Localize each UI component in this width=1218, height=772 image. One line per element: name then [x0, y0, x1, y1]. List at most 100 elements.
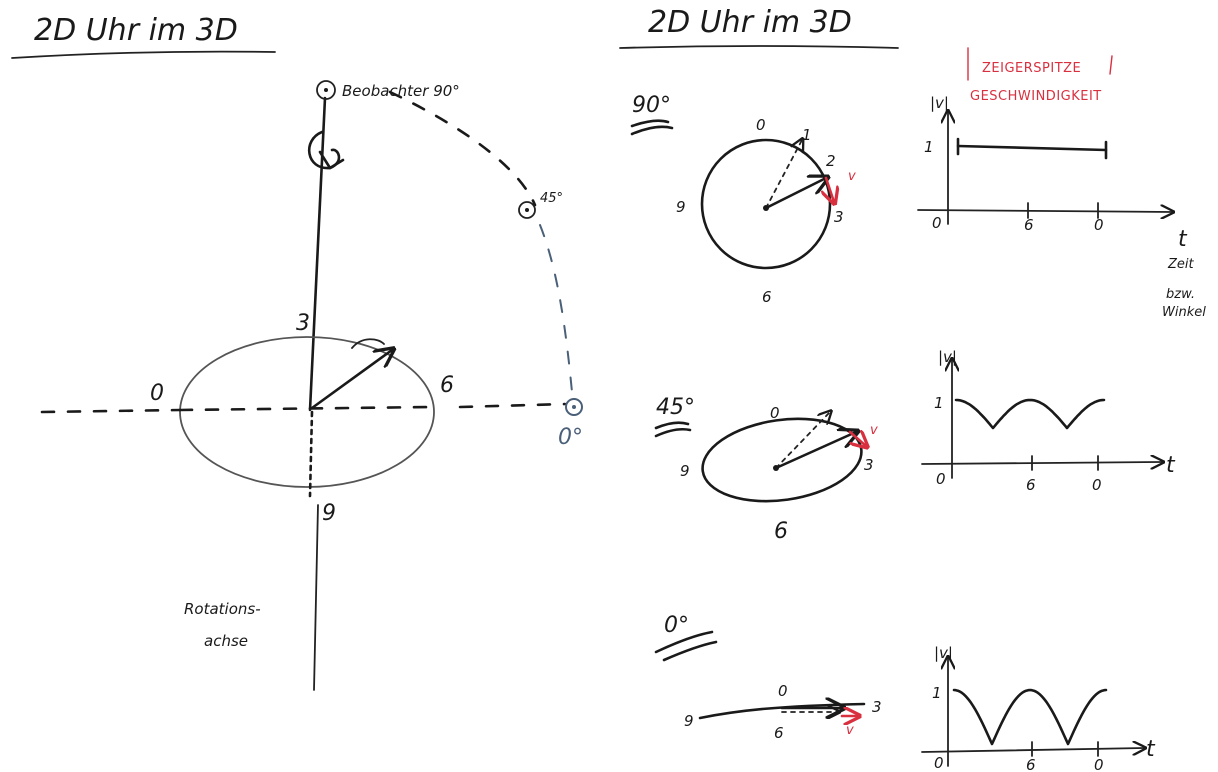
row-45-velocity-arrow: [848, 432, 866, 446]
graph-90-ytick: 1: [924, 138, 934, 156]
observer-path-upper: [388, 90, 537, 207]
left-clock-number-6: 6: [440, 373, 454, 398]
graph-90-curve-ends: [956, 137, 1108, 160]
graph-45-xlabel: t: [1166, 453, 1176, 478]
row-45-num-6: 6: [774, 519, 788, 544]
rotation-arrowhead-icon: [318, 150, 345, 170]
rotation-axis-bottom: [313, 504, 319, 691]
graph-45-xtick-end: 0: [1092, 476, 1102, 494]
row-90-num-3: 3: [834, 208, 844, 226]
observer-0-pupil-icon: [572, 405, 576, 409]
graph-45-ytick: 1: [934, 394, 944, 412]
graph-90-xtick-6: 6: [1024, 216, 1034, 234]
observer-45-eye-icon: [518, 201, 536, 219]
left-clock-number-0: 0: [150, 381, 164, 406]
time-note-line2: bzw.: [1166, 287, 1195, 302]
row-90-angle-underline: [630, 119, 674, 136]
note-line1: ZEIGERSPITZE: [982, 61, 1081, 76]
graph-45-xtick-0: 0: [936, 470, 946, 488]
row-45-num-0: 0: [770, 404, 780, 422]
row-45-num-3: 3: [864, 456, 874, 474]
row-45: 45° v 0 3 6 9 |v| 1 0 6 0 t: [654, 348, 1176, 544]
graph-0-curve: [952, 688, 1108, 746]
row-90-velocity-label: v: [848, 169, 856, 184]
graph-90-xlabel: t: [1178, 227, 1188, 252]
row-0-num-0: 0: [778, 682, 788, 700]
graph-45-xtick-6: 6: [1026, 476, 1036, 494]
clock-ellipse: [179, 336, 435, 488]
left-clock-number-3: 3: [296, 311, 310, 336]
row-0-angle-underline: [654, 630, 718, 662]
observer-90-label: Beobachter 90°: [342, 82, 460, 100]
right-title-underline: [619, 45, 899, 49]
horizontal-axis-right: [458, 402, 567, 409]
graph-90-xtick-end: 0: [1094, 216, 1104, 234]
left-title: 2D Uhr im 3D: [34, 13, 238, 48]
clock-horizontal-diameter: [178, 405, 434, 412]
observer-90-pupil-icon: [324, 88, 328, 92]
row-90: 90° v 0 1 2 3 6 9 |v| 1 0 6 0 t: [630, 93, 1206, 320]
row-90-num-1: 1: [802, 126, 812, 144]
row-0-num-6: 6: [774, 724, 784, 742]
row-90-hand-solid: [764, 178, 826, 210]
graph-0-ylabel: |v|: [934, 644, 953, 662]
row-90-hand-dashed: [765, 140, 802, 209]
observer-45-label: 45°: [540, 191, 563, 206]
row-0-num-9: 9: [684, 712, 694, 730]
graph-0-x-axis: [921, 748, 1144, 752]
graph-0-xtick-end: 0: [1094, 756, 1104, 772]
observer-0-eye-icon: [565, 398, 583, 416]
row-45-angle-underline: [654, 421, 692, 438]
row-0-clock-line: [698, 702, 866, 720]
observer-90-eye-icon: [316, 80, 336, 100]
left-title-underline: [11, 50, 276, 59]
observer-path-lower: [539, 224, 573, 393]
row-45-angle: 45°: [656, 395, 695, 420]
row-0-angle: 0°: [664, 613, 689, 638]
graph-90-xtick-0: 0: [932, 214, 942, 232]
row-90-clock-circle: [700, 138, 832, 270]
row-0-velocity-label: v: [846, 723, 854, 738]
graph-45-xticks: [1031, 455, 1099, 471]
graph-45-curve: [954, 398, 1106, 430]
row-90-num-2: 2: [826, 152, 836, 170]
clock-vertical-dashed: [308, 410, 314, 498]
graph-0-ytick: 1: [932, 684, 942, 702]
rotation-axis-top: [308, 96, 327, 412]
graph-45-x-axis: [921, 462, 1162, 464]
graph-90-x-axis: [917, 210, 1172, 212]
note-bracket-right: [1109, 55, 1113, 75]
time-note-line3: Winkel: [1162, 305, 1206, 320]
row-90-angle: 90°: [632, 93, 671, 118]
axis-label-line1: Rotations-: [184, 600, 261, 618]
row-45-num-9: 9: [680, 462, 690, 480]
graph-90-curve: [956, 144, 1108, 152]
time-note-line1: Zeit: [1167, 257, 1195, 272]
observer-0-label: 0°: [558, 425, 583, 450]
left-panel: 2D Uhr im 3D 3 0 6 9 Beobachter 90° 45° …: [11, 13, 583, 691]
row-90-num-0: 0: [756, 116, 766, 134]
observer-45-pupil-icon: [525, 208, 529, 212]
row-0: 0° v 0 3 6 9 |v| 1 0 6 0 t: [654, 613, 1156, 772]
graph-0-xtick-6: 6: [1026, 756, 1036, 772]
left-clock-number-9: 9: [322, 501, 336, 526]
row-0-num-3: 3: [872, 698, 882, 716]
graph-90-xticks: [1027, 202, 1099, 219]
note-line2: GESCHWINDIGKEIT: [970, 89, 1102, 104]
clock-hand-motion-arc: [351, 338, 385, 349]
right-title: 2D Uhr im 3D: [648, 5, 852, 40]
row-90-velocity-arrow: [826, 176, 834, 202]
row-45-hand-solid: [774, 432, 856, 470]
row-45-velocity-label: v: [870, 423, 878, 438]
graph-0-xtick-0: 0: [934, 754, 944, 772]
horizontal-axis-left: [40, 408, 182, 414]
axis-label-line2: achse: [204, 632, 248, 650]
clock-hand-arrow: [310, 350, 392, 410]
graph-0-xlabel: t: [1146, 737, 1156, 762]
row-45-clock-ellipse: [701, 417, 863, 503]
row-45-hand-dashed: [775, 412, 830, 469]
graph-90-ylabel: |v|: [930, 94, 949, 112]
right-panel: 2D Uhr im 3D ZEIGERSPITZE GESCHWINDIGKEI…: [619, 5, 1206, 772]
graph-45-ylabel: |v|: [938, 348, 957, 366]
